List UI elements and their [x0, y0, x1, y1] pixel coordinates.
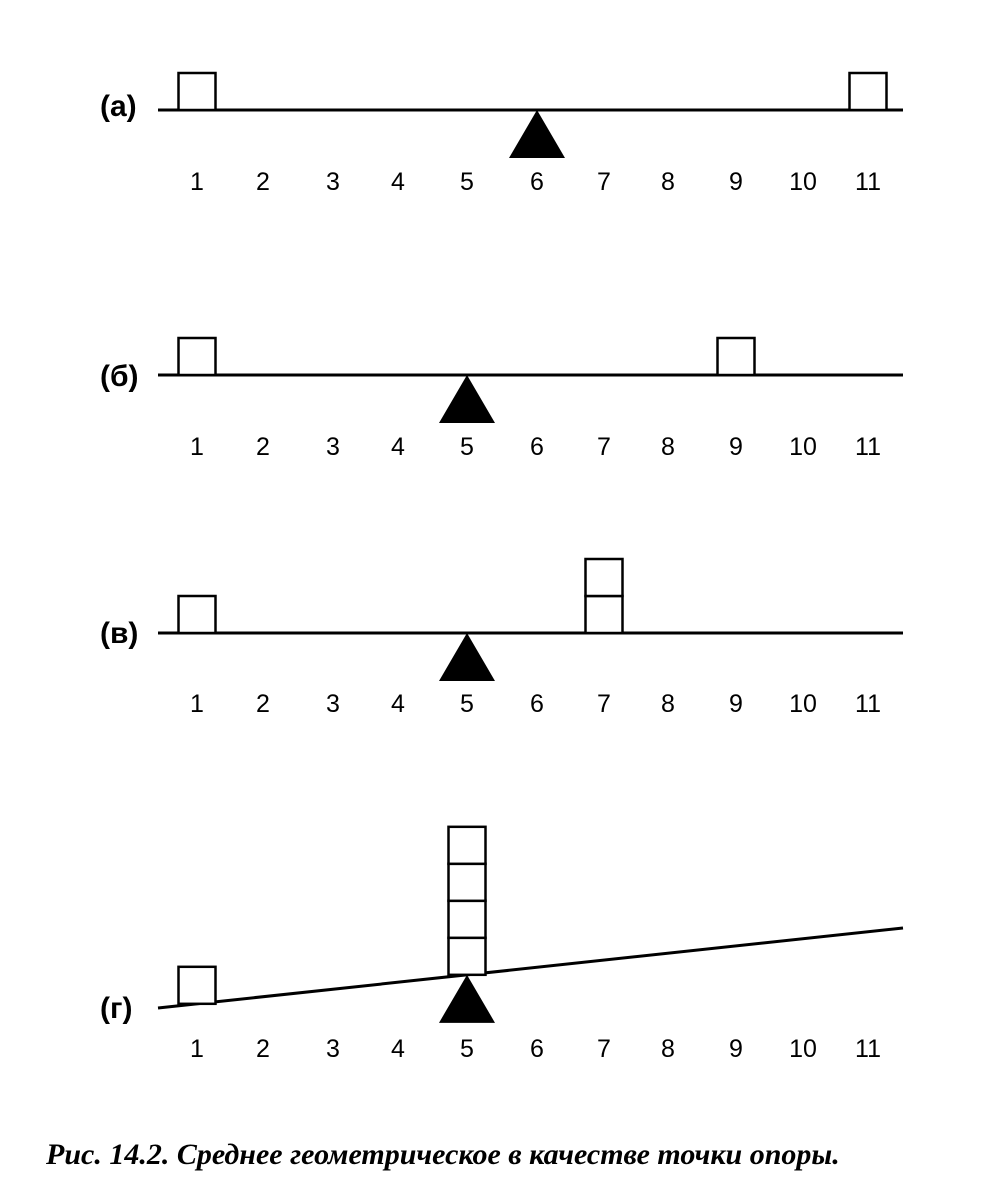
tick-label: 10	[789, 168, 817, 196]
tick-label: 5	[460, 1035, 474, 1063]
tick-label: 3	[326, 690, 340, 718]
tick-label: 8	[661, 433, 675, 461]
weight-box	[447, 825, 487, 866]
fulcrum-triangle	[439, 974, 495, 1023]
tick-label: 11	[855, 433, 881, 461]
tick-label: 7	[597, 168, 611, 196]
tick-label: 2	[256, 690, 270, 718]
weight-box	[584, 594, 624, 635]
fulcrum-triangle	[509, 110, 565, 158]
tick-label: 7	[597, 1035, 611, 1063]
panel-label: (а)	[100, 90, 137, 123]
weight-box	[447, 899, 487, 940]
tick-label: 2	[256, 433, 270, 461]
tick-label: 6	[530, 690, 544, 718]
tick-label: 5	[460, 690, 474, 718]
tick-label: 11	[855, 168, 881, 196]
figure-caption: Рис. 14.2. Среднее геометрическое в каче…	[46, 1138, 840, 1171]
weight-box	[584, 557, 624, 598]
weight-box	[447, 862, 487, 903]
weight-box	[177, 71, 217, 112]
tick-label: 4	[391, 690, 405, 718]
tick-label: 3	[326, 433, 340, 461]
weight-box	[177, 965, 217, 1006]
tick-label: 9	[729, 433, 743, 461]
tick-label: 5	[460, 433, 474, 461]
tick-label: 1	[190, 690, 204, 718]
seesaw-panel: (в) 1 2 3 4 5 6 7 8 9 10 11	[100, 557, 903, 718]
weight-box	[447, 936, 487, 977]
panel-label: (б)	[100, 360, 139, 393]
tick-label: 4	[391, 168, 405, 196]
tick-label: 11	[855, 690, 881, 718]
tick-label: 7	[597, 433, 611, 461]
tick-label: 7	[597, 690, 611, 718]
fulcrum-triangle	[439, 375, 495, 423]
tick-label: 9	[729, 690, 743, 718]
tick-label: 8	[661, 690, 675, 718]
tick-label: 8	[661, 1035, 675, 1063]
tick-label: 9	[729, 168, 743, 196]
tick-label: 1	[190, 168, 204, 196]
weight-box	[848, 71, 888, 112]
panel-label: (в)	[100, 617, 138, 650]
seesaw-panel: (а) 1 2 3 4 5 6 7 8 9 10 11	[100, 71, 903, 196]
weight-box	[177, 336, 217, 377]
tick-label: 8	[661, 168, 675, 196]
tick-label: 2	[256, 1035, 270, 1063]
tick-label: 5	[460, 168, 474, 196]
tick-label: 10	[789, 433, 817, 461]
tick-label: 3	[326, 168, 340, 196]
tick-label: 10	[789, 1035, 817, 1063]
tick-label: 2	[256, 168, 270, 196]
tick-label: 6	[530, 433, 544, 461]
seesaw-panel: (б) 1 2 3 4 5 6 7 8 9 10 11	[100, 336, 903, 461]
weight-box	[177, 594, 217, 635]
tick-label: 6	[530, 168, 544, 196]
tick-label: 1	[190, 433, 204, 461]
panel-label: (г)	[100, 992, 132, 1025]
beam-line	[157, 926, 904, 1010]
tick-label: 9	[729, 1035, 743, 1063]
fulcrum-triangle	[439, 633, 495, 681]
tick-label: 4	[391, 1035, 405, 1063]
tick-label: 6	[530, 1035, 544, 1063]
tick-label: 3	[326, 1035, 340, 1063]
tick-label: 1	[190, 1035, 204, 1063]
seesaw-panel: (г) 1 2 3 4 5 6 7 8 9 10 11	[100, 825, 904, 1063]
weight-box	[716, 336, 756, 377]
tick-label: 11	[855, 1035, 881, 1063]
tick-label: 4	[391, 433, 405, 461]
tick-label: 10	[789, 690, 817, 718]
